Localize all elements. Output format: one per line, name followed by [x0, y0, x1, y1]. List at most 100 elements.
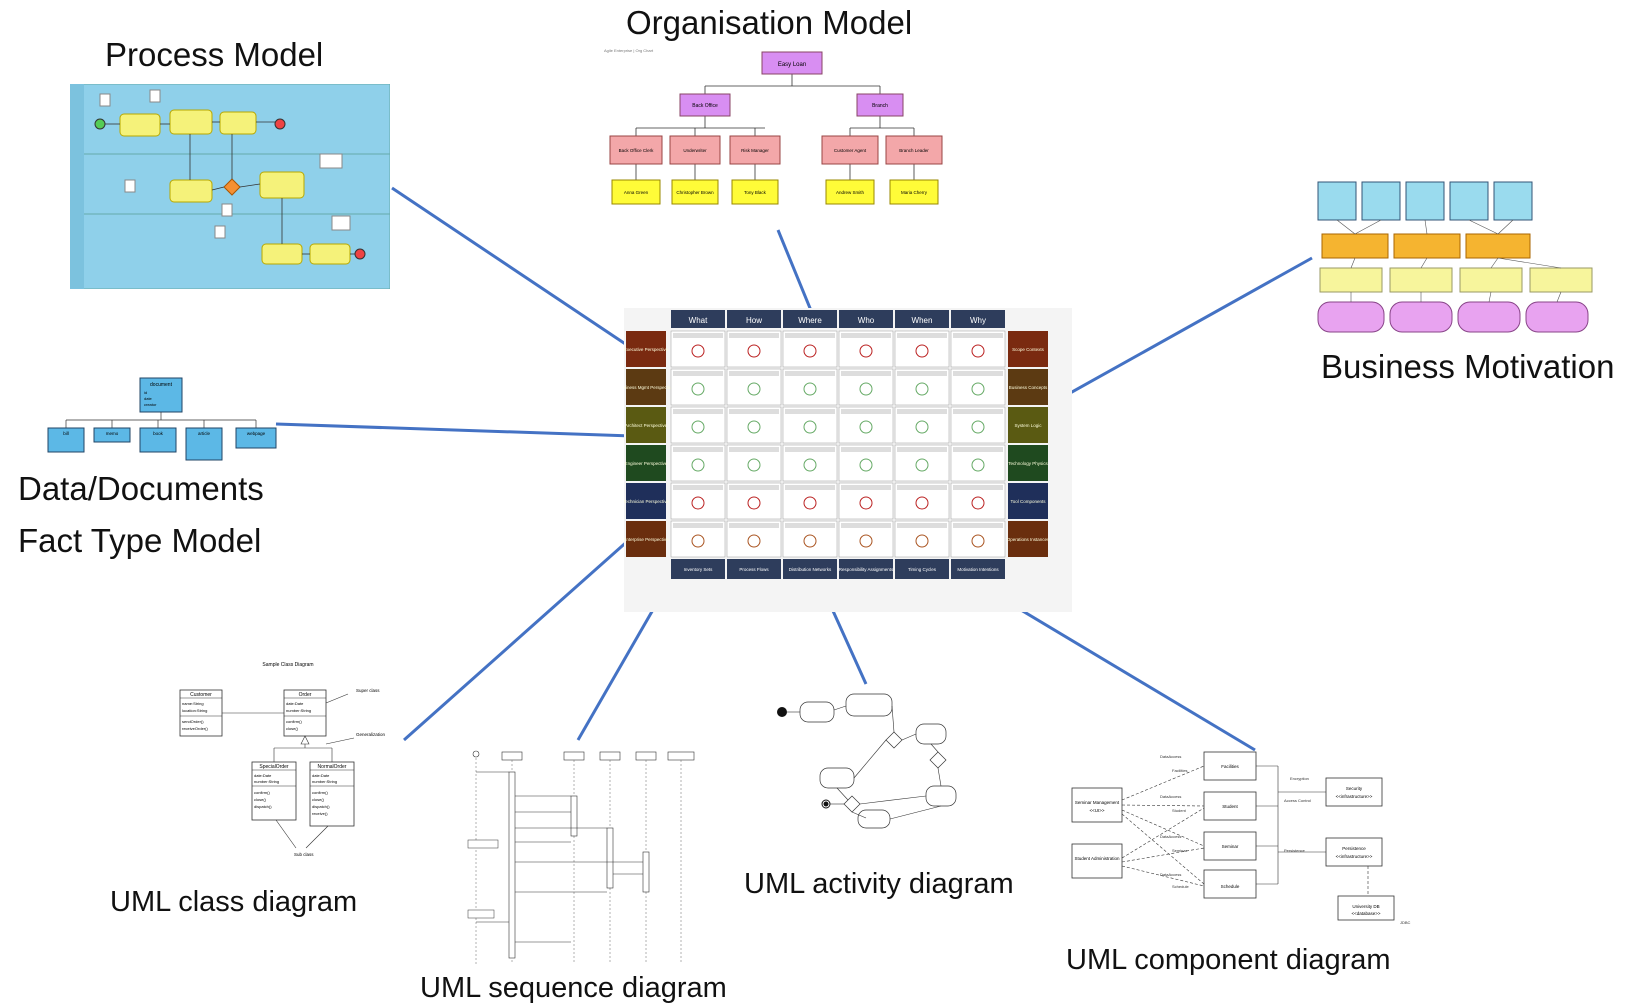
zachman-bottom-label: Motivation Intentions	[957, 567, 999, 572]
uml-sequence-diagram-thumbnail	[458, 742, 708, 968]
zachman-cell-title	[897, 485, 947, 490]
comp-label-4: DataAccess	[1160, 834, 1181, 839]
special-attr-1: number:String	[254, 779, 279, 784]
zachman-row-right	[1008, 445, 1048, 481]
zachman-bottom-label: Responsibility Assignments	[839, 567, 894, 572]
zachman-cell-title	[841, 409, 891, 414]
fact-type-model-thumbnail: document id date creator bill memo book …	[44, 376, 280, 468]
zachman-row-left	[626, 369, 666, 405]
fact-root-attr-1: date	[144, 396, 153, 401]
zachman-row-left-label: Architect Perspective	[625, 423, 668, 428]
zachman-row-right-label: Business Concepts	[1009, 385, 1048, 390]
zachman-row-right-label: Tool Components	[1010, 499, 1046, 504]
note-sub-class: Sub class	[294, 852, 314, 857]
normal-op-1: close()	[312, 797, 325, 802]
org-role-1: Underwriter	[683, 148, 707, 153]
zachman-cell-title	[729, 333, 779, 338]
zachman-cell-icon	[747, 420, 761, 434]
zachman-cell-title	[729, 523, 779, 528]
org-person-0: Anna Green	[624, 190, 649, 195]
comp-seminar: Seminar	[1222, 844, 1239, 849]
zachman-cell-title	[785, 523, 835, 528]
comp-label-2: DataAccess	[1160, 794, 1181, 799]
zachman-row-right	[1008, 483, 1048, 519]
zachman-cell-icon	[859, 496, 873, 510]
zachman-cell-icon	[691, 420, 705, 434]
zachman-row-left-label: Enterprise Perspective	[624, 537, 669, 542]
comp-facilities: Facilities	[1221, 764, 1239, 769]
zachman-col-label: Who	[858, 316, 875, 325]
fact-child-3: article	[198, 431, 211, 436]
zachman-cell-icon	[803, 458, 817, 472]
org-person-4: Maria Cherry	[901, 190, 928, 195]
zachman-cell-title	[897, 447, 947, 452]
zachman-row-right-label: Technology Physics	[1008, 461, 1048, 466]
zachman-row-left	[626, 407, 666, 443]
zachman-cell-icon	[915, 458, 929, 472]
comp-stereo-db: <<database>>	[1351, 911, 1380, 916]
zachman-cell-icon	[971, 534, 985, 548]
class-diagram-title: Sample Class Diagram	[262, 662, 313, 668]
zachman-cell-icon	[915, 382, 929, 396]
org-role-0: Back Office Clerk	[619, 148, 654, 153]
zachman-cell-title	[729, 371, 779, 376]
comp-student-admin: Student Administration	[1074, 856, 1120, 861]
zachman-col-label: What	[689, 316, 708, 325]
zachman-row-left	[626, 331, 666, 367]
comp-label-0: DataAccess	[1160, 754, 1181, 759]
zachman-col-header	[727, 310, 781, 328]
zachman-cell-icon	[971, 420, 985, 434]
zachman-cell-title	[673, 409, 723, 414]
zachman-bottom-cell	[727, 559, 781, 579]
zachman-cell-icon	[747, 382, 761, 396]
zachman-col-label: Where	[798, 316, 822, 325]
uml-activity-diagram-thumbnail	[760, 682, 978, 842]
zachman-bottom-label: Timing Cycles	[908, 567, 937, 572]
zachman-col-header	[671, 310, 725, 328]
zachman-cell-icon	[747, 534, 761, 548]
fact-child-2: book	[153, 431, 164, 436]
zachman-cell-title	[729, 409, 779, 414]
customer-attr-1: location:String	[182, 708, 207, 713]
zachman-cell-icon	[915, 420, 929, 434]
zachman-col-label: How	[746, 316, 762, 325]
special-op-2: dispatch()	[254, 804, 272, 809]
uml-component-diagram-thumbnail: Facilities Student Seminar Schedule Semi…	[1068, 748, 1424, 930]
zachman-cell-icon	[691, 534, 705, 548]
zachman-cell-icon	[691, 496, 705, 510]
zachman-cell-title	[897, 371, 947, 376]
zachman-cell-title	[841, 523, 891, 528]
process-model-label: Process Model	[105, 36, 324, 73]
class-customer: Customer	[190, 692, 212, 698]
zachman-cell-icon	[691, 344, 705, 358]
zachman-cell-icon	[859, 458, 873, 472]
organisation-model-thumbnail: Agile Enterprise | Org Chart Easy Loan B…	[600, 44, 952, 224]
note-super-class: Super class	[356, 688, 380, 693]
comp-stereo-infra-2: <<infrastructure>>	[1336, 854, 1373, 859]
zachman-cell-title	[841, 333, 891, 338]
zachman-bottom-label: Inventory Sets	[684, 567, 714, 572]
zachman-cell-title	[841, 371, 891, 376]
zachman-cell-icon	[803, 344, 817, 358]
normal-attr-1: number:String	[312, 779, 337, 784]
zachman-cell-icon	[971, 344, 985, 358]
data-documents-label: Data/Documents	[18, 470, 264, 507]
zachman-bottom-cell	[951, 559, 1005, 579]
org-person-2: Tony Black	[744, 190, 767, 195]
fact-child-4: webpage	[247, 431, 266, 436]
zachman-cell-icon	[859, 382, 873, 396]
fact-root-attr-2: creator	[144, 402, 157, 407]
special-op-1: close()	[254, 797, 267, 802]
comp-label-11: JDBC	[1400, 920, 1411, 925]
zachman-row-left-label: Business Mgmt Perspective	[624, 385, 674, 390]
comp-label-9: Access Control	[1284, 798, 1311, 803]
org-role-3: Customer Agent	[834, 148, 867, 153]
comp-stereo-ui: <<UI>>	[1089, 808, 1104, 813]
zachman-col-header	[839, 310, 893, 328]
zachman-cell-title	[729, 485, 779, 490]
zachman-row-left	[626, 445, 666, 481]
zachman-cell-title	[953, 523, 1003, 528]
uml-sequence-label: UML sequence diagram	[420, 972, 727, 1004]
zachman-bottom-cell	[671, 559, 725, 579]
zachman-col-header	[951, 310, 1005, 328]
